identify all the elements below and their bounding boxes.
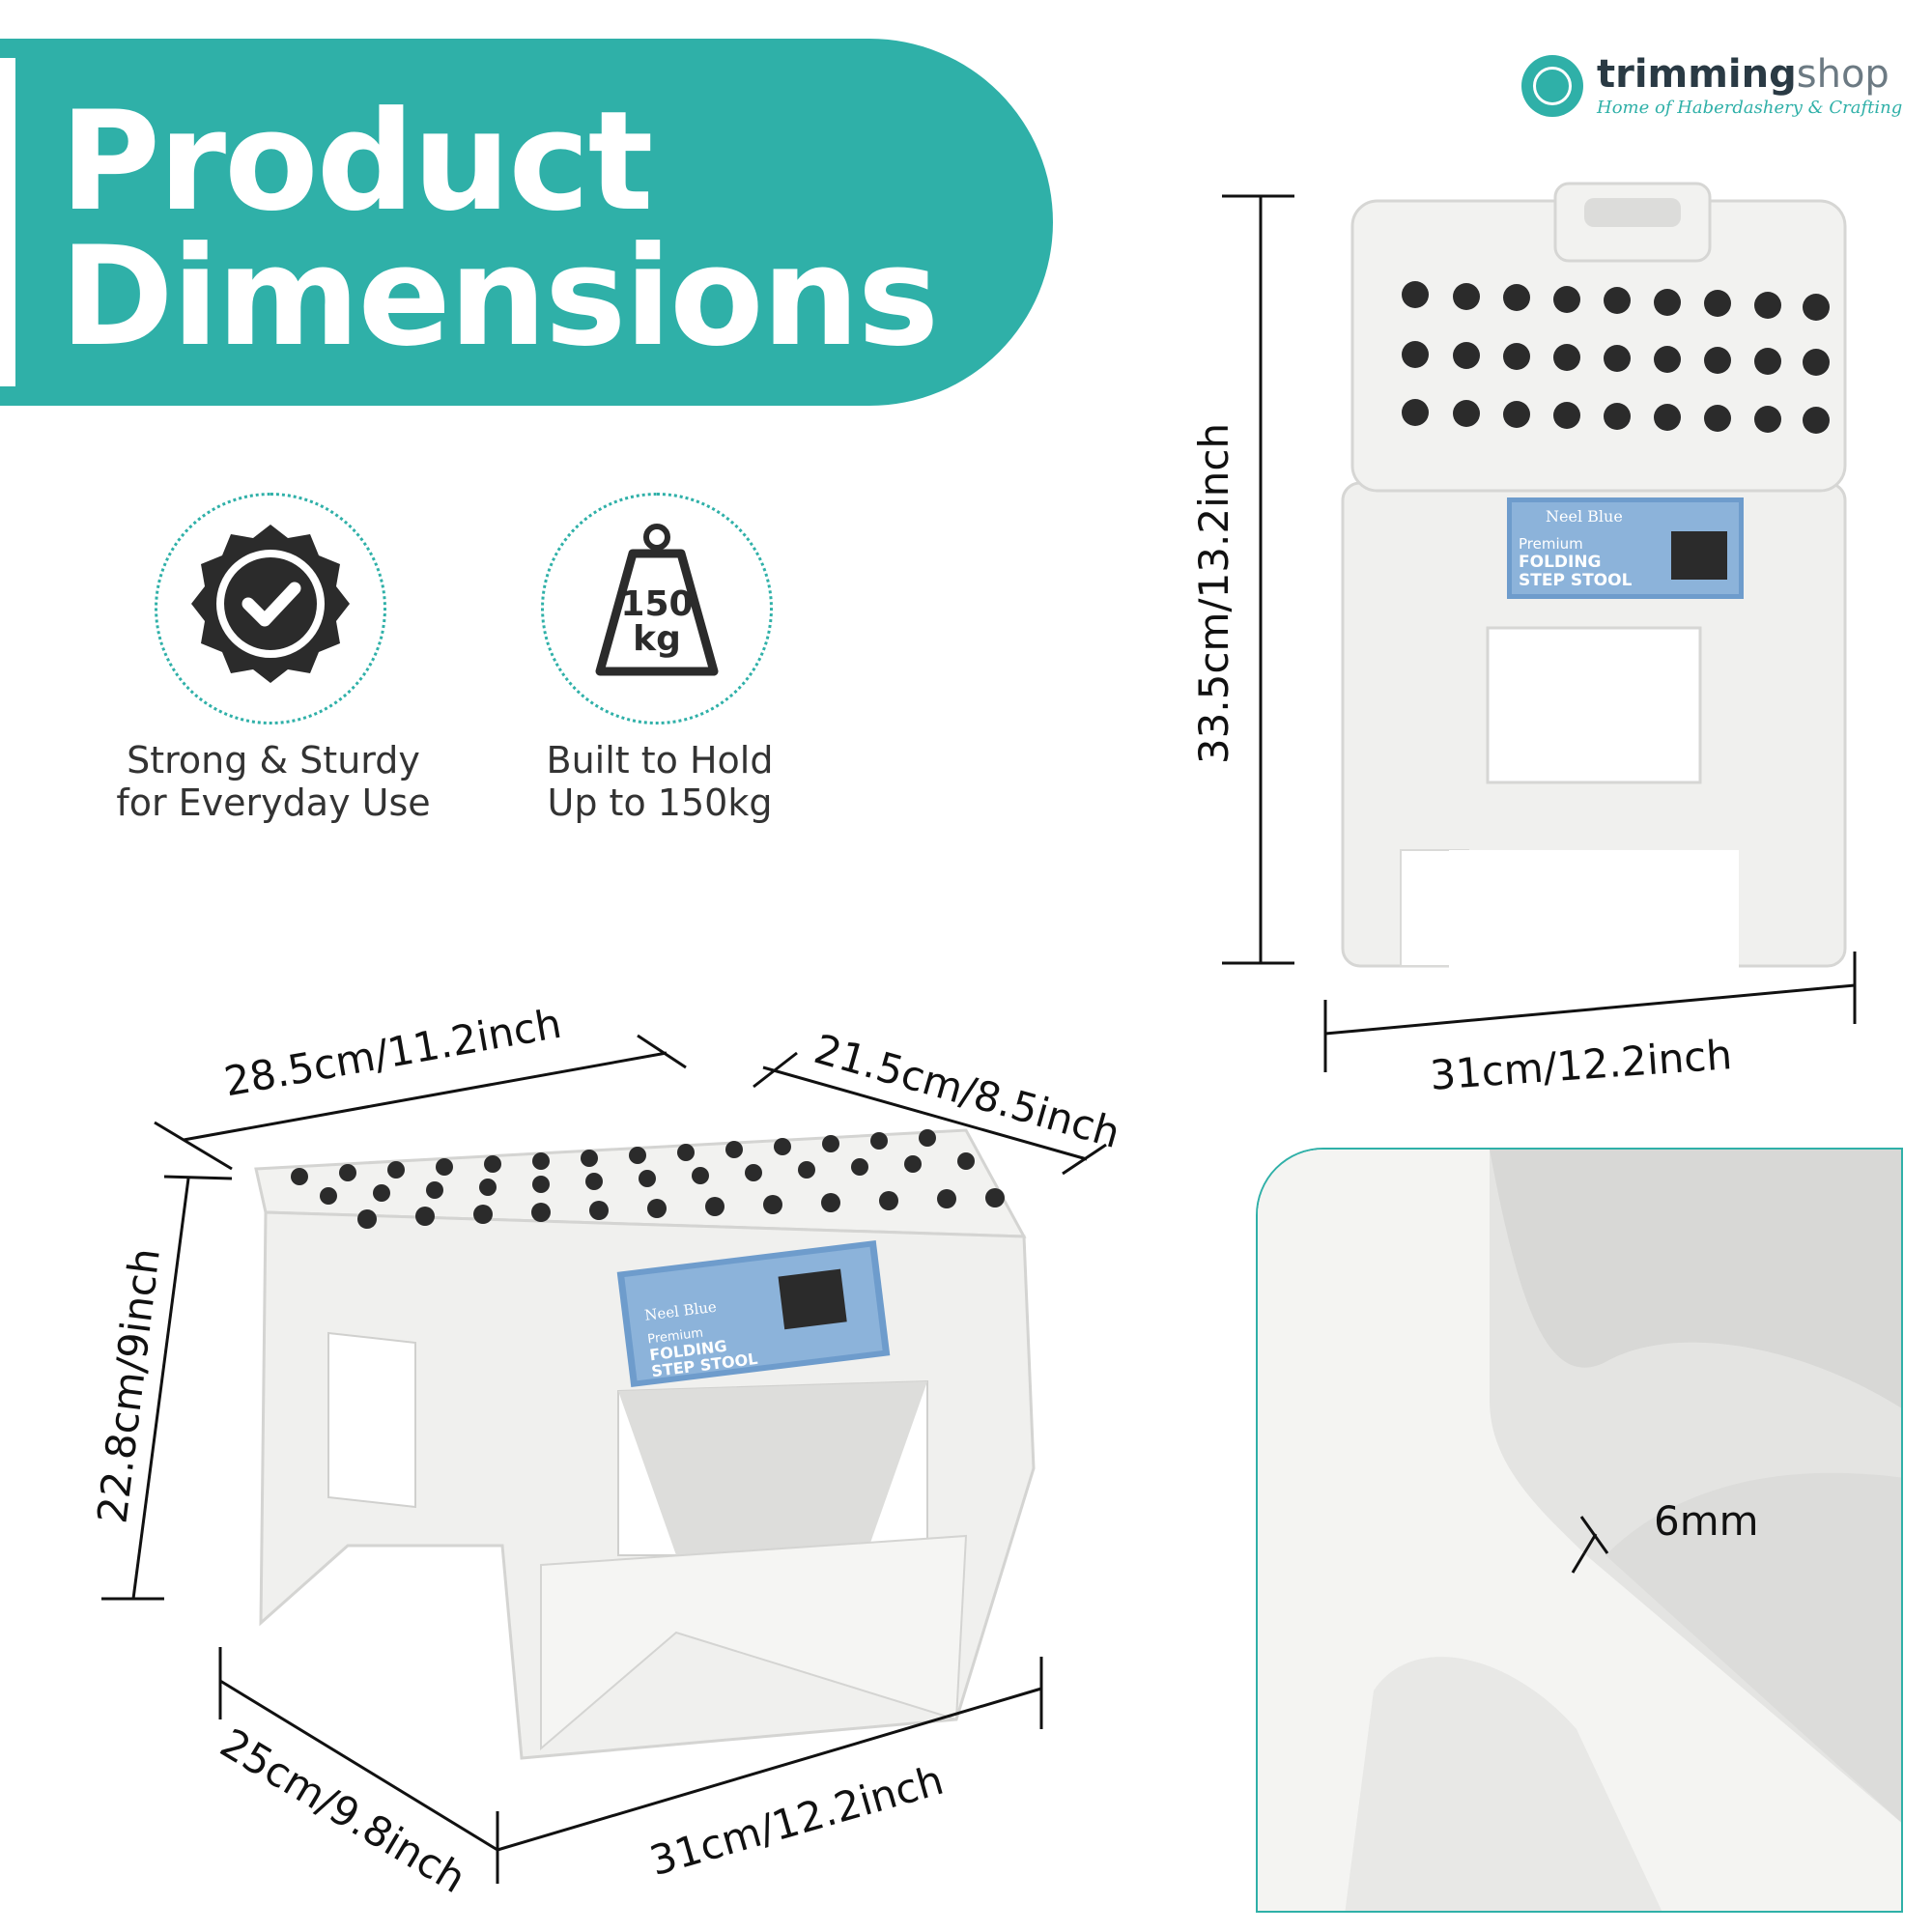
logo-tagline: Home of Haberdashery & Crafting [1597,98,1903,118]
feature-badge-capacity: 150 kg [541,493,773,724]
label-brand-folded: Neel Blue [1546,507,1623,526]
feature-caption-sturdy: Strong & Sturdy for Everyday Use [71,739,476,824]
open-stool-image: Neel Blue Premium FOLDING STEP STOOL [254,1128,1036,1760]
button-logo-icon [1521,55,1583,117]
label-line2-folded: STEP STOOL [1519,571,1633,590]
dimension-lines [101,194,1857,1884]
folded-top-dots [1402,281,1830,434]
thickness-closeup-image [1258,1150,1901,1911]
label-line1-folded: FOLDING [1519,553,1602,572]
label-premium-folded: Premium [1519,535,1583,553]
brand-logo: trimmingshop Home of Haberdashery & Craf… [1521,53,1908,130]
feature-caption-line: Up to 150kg [547,781,773,824]
title-line-1: Product [60,82,653,242]
thickness-label: 6mm [1654,1497,1759,1545]
logo-name-light: shop [1796,52,1889,97]
folded-stool-image: Premium FOLDING STEP STOOL Neel Blue [1341,182,1847,971]
page-title: Product Dimensions [60,94,939,366]
label-premium-open: Premium [647,1326,704,1348]
feature-caption-line: Strong & Sturdy [127,739,420,781]
open-top-dots [291,1129,1005,1229]
folded-height-label: 33.5cm/13.2inch [1190,422,1238,765]
feature-caption-capacity: Built to Hold Up to 150kg [457,739,863,824]
weight-icon: 150 kg [595,524,719,676]
title-line-2: Dimensions [60,217,939,377]
logo-name-bold: trimming [1597,52,1797,97]
feature-caption-line: Built to Hold [546,739,774,781]
thickness-detail-panel: 6mm [1256,1148,1903,1913]
banner-edge [0,58,15,386]
feature-caption-line: for Everyday Use [116,781,431,824]
thickness-marker [1571,1516,1609,1574]
feature-badge-sturdy [155,493,386,724]
weight-value: 150 [620,584,693,624]
title-banner: Product Dimensions [0,39,1053,406]
verified-check-icon [191,525,350,683]
weight-unit: kg [633,619,681,659]
logo-name: trimmingshop [1597,53,1889,96]
